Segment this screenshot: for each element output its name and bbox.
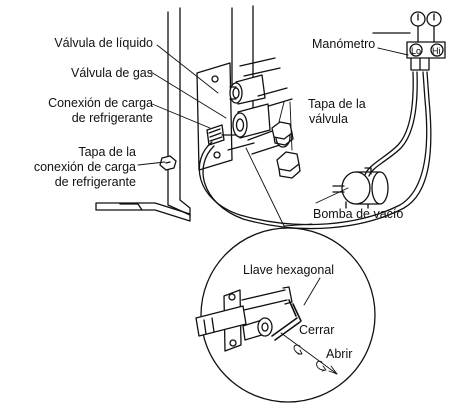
gas-valve bbox=[206, 87, 293, 146]
label-charge-cap-line2: conexión de carga bbox=[33, 160, 136, 174]
charge-port-cap bbox=[159, 155, 177, 171]
label-gas-valve: Válvula de gas bbox=[70, 66, 153, 80]
valve-cap-1 bbox=[271, 121, 294, 146]
charge-hose bbox=[198, 71, 432, 230]
manifold-gauge bbox=[372, 11, 446, 71]
label-gauge-lo: Lo bbox=[411, 46, 422, 56]
detail-valve bbox=[195, 286, 293, 352]
valve-cap-2 bbox=[276, 151, 301, 179]
label-charge-port: Conexión de carga de refrigerante bbox=[48, 96, 153, 126]
label-charge-cap-line3: de refrigerante bbox=[54, 175, 136, 189]
vacuum-pump bbox=[332, 167, 389, 209]
label-charge-cap-line1: Tapa de la bbox=[78, 145, 136, 159]
detail-magnifier bbox=[200, 223, 376, 403]
label-vacuum-pump: Bomba de vacío bbox=[313, 207, 404, 221]
valve-plate bbox=[196, 62, 233, 171]
rotation-axis bbox=[280, 332, 338, 375]
label-open: Abrir bbox=[326, 347, 353, 361]
liquid-valve bbox=[229, 57, 281, 105]
label-manometer: Manómetro bbox=[312, 37, 376, 51]
label-gauge-hi: Hi bbox=[432, 46, 441, 56]
hex-key bbox=[271, 277, 321, 341]
label-valve-cap-line1: Tapa de la bbox=[308, 97, 366, 111]
label-charge-port-line1: Conexión de carga bbox=[48, 96, 153, 110]
label-liquid-valve: Válvula de líquido bbox=[54, 36, 153, 50]
label-charge-port-line2: de refrigerante bbox=[71, 111, 153, 125]
label-close: Cerrar bbox=[299, 323, 335, 337]
label-hex-key: Llave hexagonal bbox=[243, 263, 335, 277]
label-charge-cap: Tapa de la conexión de carga de refriger… bbox=[34, 145, 136, 190]
outdoor-unit bbox=[95, 5, 254, 222]
pump-hose bbox=[364, 71, 418, 177]
label-valve-cap: Tapa de la válvula bbox=[308, 97, 366, 127]
label-valve-cap-line2: válvula bbox=[309, 112, 348, 126]
leader-lines bbox=[137, 44, 409, 227]
